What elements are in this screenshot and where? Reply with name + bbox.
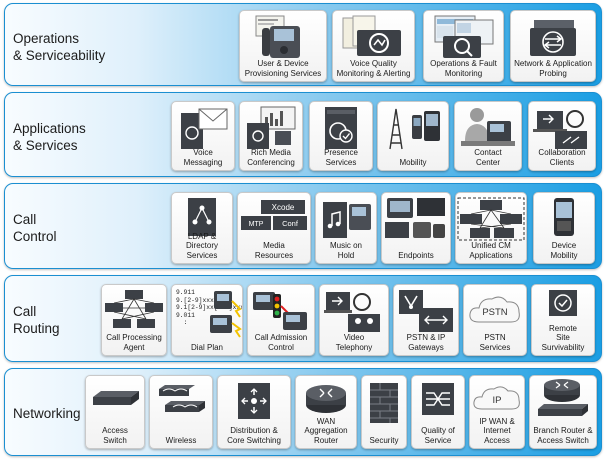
tile-network-probing[interactable]: Network & Application Probing	[510, 10, 596, 82]
wireless-icon	[150, 379, 212, 427]
layer-operations: Operations & Serviceability User & Devic…	[4, 3, 602, 86]
svg-text:Xcode: Xcode	[272, 203, 295, 212]
tile-music-on-hold[interactable]: Music on Hold	[315, 192, 377, 264]
qos-icon	[412, 379, 464, 421]
tile-access-switch[interactable]: Access Switch	[85, 375, 145, 449]
layer-title: Networking	[13, 406, 81, 421]
layer-title: Operations & Serviceability	[13, 31, 106, 63]
tile-voice-messaging[interactable]: Voice Messaging	[171, 101, 235, 171]
collaboration-clients-icon	[529, 105, 595, 151]
pstn-cloud-icon: PSTN	[464, 288, 526, 332]
phone-user-icon	[240, 14, 326, 60]
firewall-icon	[362, 379, 406, 427]
layer-networking: Networking Access Switch Wireless	[4, 368, 602, 456]
tile-distribution-core-switching[interactable]: Distribution & Core Switching	[217, 375, 291, 449]
tile-remote-site-survivability[interactable]: Remote Site Survivability	[531, 284, 595, 356]
core-switch-icon	[218, 379, 290, 425]
svg-text:Conf: Conf	[282, 219, 299, 228]
tile-rich-media-conferencing[interactable]: Rich Media Conferencing	[239, 101, 303, 171]
tile-ip-wan-internet[interactable]: IP IP WAN & Internet Access	[469, 375, 525, 449]
voice-messaging-icon	[172, 105, 234, 151]
layer-call-control: Call Control LDAP & Directory Services X…	[4, 183, 602, 269]
admission-control-icon	[248, 288, 314, 334]
tile-pstn-ip-gateways[interactable]: PSTN & IP Gateways	[393, 284, 459, 356]
layer-call-routing: Call Routing Call Processing Agent 9.911…	[4, 275, 602, 362]
svg-text:IP: IP	[493, 395, 502, 406]
tile-presence-services[interactable]: Presence Services	[309, 101, 373, 171]
tile-mobility[interactable]: Mobility	[377, 101, 449, 171]
fault-monitoring-icon	[424, 14, 503, 60]
access-switch-icon	[86, 379, 144, 419]
tile-pstn-services[interactable]: PSTN PSTN Services	[463, 284, 527, 356]
tile-video-telephony[interactable]: Video Telephony	[319, 284, 389, 356]
router-icon	[296, 379, 356, 419]
dial-plan-phone-icon	[210, 291, 242, 338]
tile-endpoints[interactable]: Endpoints	[381, 192, 451, 264]
tile-security[interactable]: Security	[361, 375, 407, 449]
tile-device-mobility[interactable]: Device Mobility	[533, 192, 595, 264]
tile-contact-center[interactable]: Contact Center	[454, 101, 522, 171]
call-agent-icon	[102, 288, 166, 332]
tile-ldap-directory[interactable]: LDAP & Directory Services	[171, 192, 233, 264]
tile-branch-router-access-switch[interactable]: Branch Router & Access Switch	[529, 375, 597, 449]
tile-fault-monitoring[interactable]: Operations & Fault Monitoring	[423, 10, 504, 82]
svg-text:MTP: MTP	[249, 221, 264, 228]
tile-wireless[interactable]: Wireless	[149, 375, 213, 449]
tile-call-admission-control[interactable]: Call Admission Control	[247, 284, 315, 356]
tile-dial-plan[interactable]: 9.911 9.[2-9]xxxxxx 9.1[2-9]xx[2-9]xxxxx…	[171, 284, 243, 356]
directory-icon	[172, 196, 232, 238]
music-icon	[316, 196, 376, 242]
tile-quality-of-service[interactable]: Quality of Service	[411, 375, 465, 449]
tile-unified-cm[interactable]: Unified CM Applications	[455, 192, 527, 264]
probing-icon	[511, 14, 595, 60]
presence-icon	[310, 105, 372, 151]
video-telephony-icon	[320, 288, 388, 334]
media-resources-icon: Xcode MTP Conf	[238, 196, 310, 242]
survivability-icon	[532, 288, 594, 328]
unified-cm-icon	[456, 196, 526, 242]
gateway-icon	[394, 288, 458, 334]
contact-center-icon	[455, 105, 521, 151]
voice-quality-icon	[333, 14, 414, 60]
svg-text:PSTN: PSTN	[482, 307, 507, 318]
device-mobility-icon	[534, 196, 594, 240]
layer-title: Applications & Services	[13, 121, 86, 153]
tile-call-processing-agent[interactable]: Call Processing Agent	[101, 284, 167, 356]
conferencing-icon	[240, 105, 302, 151]
mobility-icon	[378, 105, 448, 151]
layer-title: Call Control	[13, 212, 57, 244]
ip-cloud-icon: IP	[470, 379, 524, 419]
branch-router-icon	[530, 379, 596, 421]
tile-collaboration-clients[interactable]: Collaboration Clients	[528, 101, 596, 171]
dial-plan-text: 9.911 9.[2-9]xxxxxx 9.1[2-9]xx[2-9]xxxxx…	[176, 289, 242, 327]
tile-user-device-provisioning[interactable]: User & Device Provisioning Services	[239, 10, 327, 82]
layer-applications: Applications & Services Voice Messaging …	[4, 92, 602, 177]
layer-title: Call Routing	[13, 304, 60, 336]
tile-media-resources[interactable]: Xcode MTP Conf Media Resources	[237, 192, 311, 264]
tile-wan-aggregation-router[interactable]: WAN Aggregation Router	[295, 375, 357, 449]
endpoints-icon	[382, 196, 450, 242]
tile-voice-quality[interactable]: Voice Quality Monitoring & Alerting	[332, 10, 415, 82]
